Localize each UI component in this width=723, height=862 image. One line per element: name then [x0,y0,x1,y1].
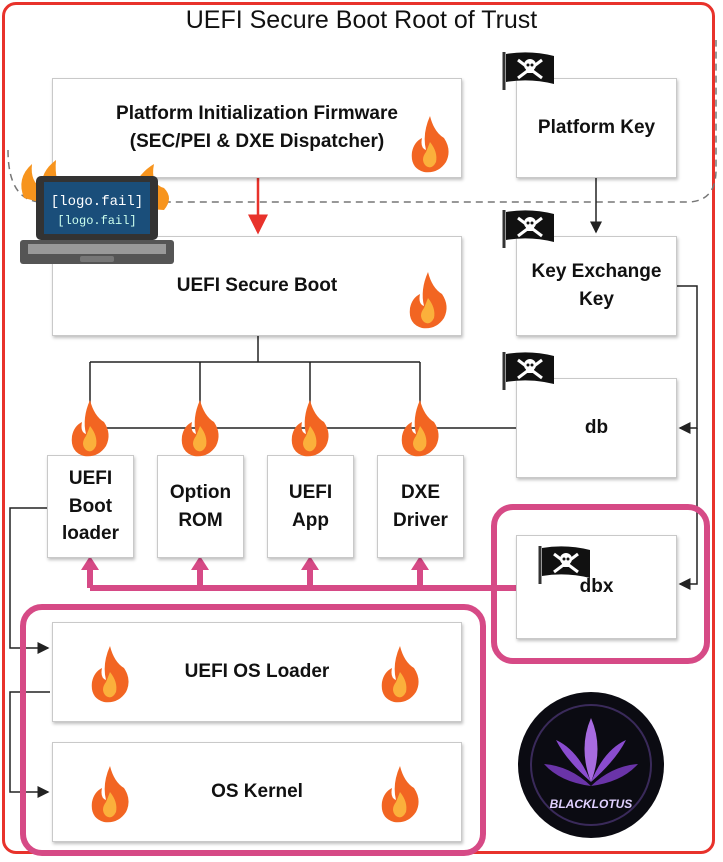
pi-firmware-line2: (SEC/PEI & DXE Dispatcher) [129,131,385,152]
arrow-osloader-to-kernel [9,691,50,798]
boot-loader-box: UEFI Boot loader [47,455,134,558]
option-rom-line1: Option [169,481,232,503]
secure-boot-label: UEFI Secure Boot [176,275,338,297]
fire-icon [71,400,109,457]
fire-icon [409,272,447,329]
fire-icon [181,400,219,457]
uefi-app-line1: UEFI [288,481,333,503]
arrow-kek-to-dbx [678,428,698,590]
fire-icon [401,400,439,457]
db-label: db [584,417,609,439]
uefi-app-box: UEFI App [267,455,354,558]
kek-line1: Key Exchange [531,261,662,283]
uefi-app-line2: App [292,509,329,531]
boot-loader-line2: Boot [68,495,113,517]
dbx-label: dbx [579,576,614,598]
blacklotus-logo-text: BLACKLOTUS [550,797,633,811]
pirate-flag-icon [502,352,554,390]
laptop-screen-line2: [logo.fail] [57,214,136,228]
laptop-screen-line1: [logo.fail] [51,194,143,210]
fire-icon [91,646,129,703]
db-box: db [516,378,677,478]
pi-firmware-line1: Platform Initialization Firmware [116,103,398,125]
pi-firmware-box: Platform Initialization Firmware (SEC/PEI… [52,78,462,178]
arrow-kek-to-db [677,285,698,434]
option-rom-line2: ROM [178,509,223,531]
fire-icon [411,116,449,173]
os-highlight [20,604,486,856]
boot-loader-line3: loader [61,523,120,545]
kek-line2: Key [579,289,614,310]
pirate-flag-icon [502,210,554,248]
fire-icon [381,646,419,703]
platform-key-box: Platform Key [516,78,677,178]
fire-icon [91,766,129,823]
fire-icon [381,766,419,823]
boot-loader-line1: UEFI [68,468,113,490]
dxe-driver-line2: Driver [393,509,448,531]
pirate-flag-icon [502,52,554,90]
diagram-title: UEFI Secure Boot Root of Trust [185,6,538,34]
platform-key-label: Platform Key [537,117,656,139]
dxe-driver-box: DXE Driver [377,455,464,558]
dxe-driver-line1: DXE [400,481,441,503]
os-loader-label: UEFI OS Loader [184,661,330,683]
pirate-flag-icon [538,546,590,584]
arrow-bootloader-to-osloader [9,507,50,654]
os-kernel-label: OS Kernel [211,781,303,803]
dashed-boundary [7,40,717,203]
fire-icon [291,400,329,457]
dbx-highlight [491,504,710,664]
blacklotus-logo: BLACKLOTUS [518,692,664,838]
laptop-icon: [logo.fail] [logo.fail] [20,160,174,264]
